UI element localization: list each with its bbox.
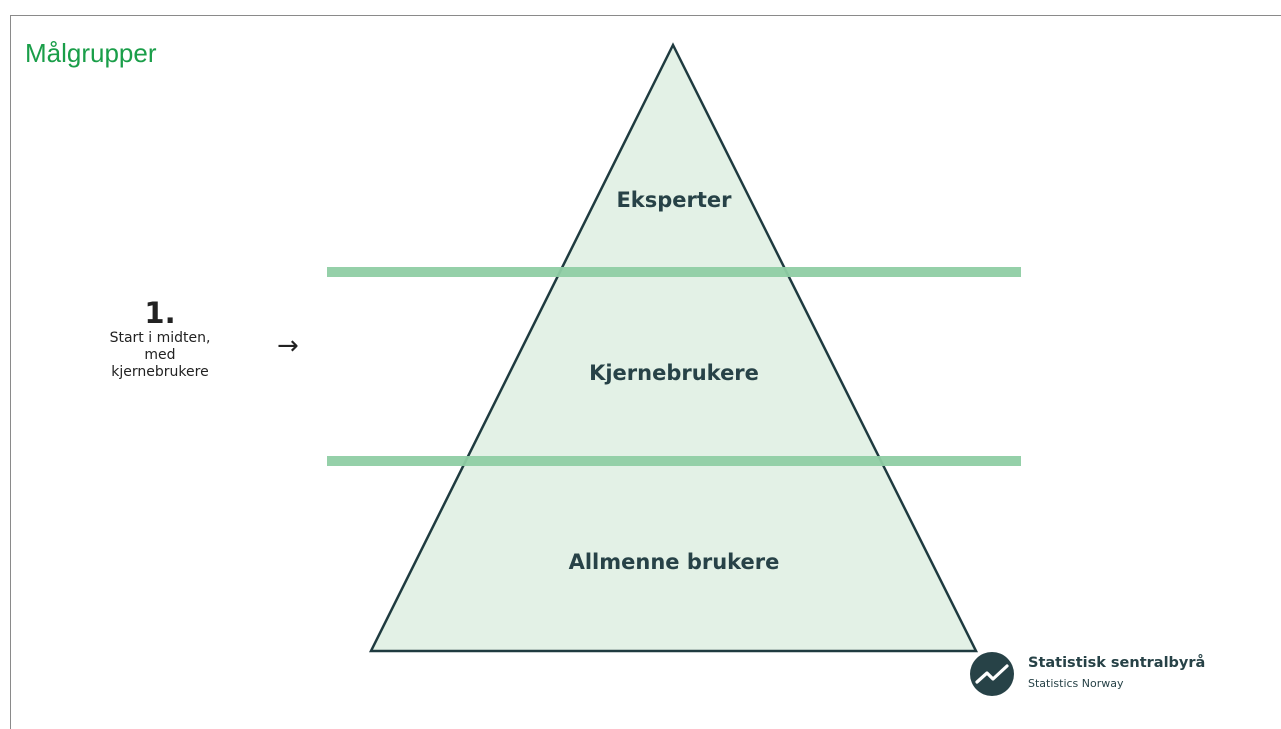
brand-name: Statistisk sentralbyrå (1028, 655, 1206, 671)
step-annotation: 1. Start i midten, med kjernebrukere (90, 296, 230, 381)
step-text-line-3: kjernebrukere (111, 364, 209, 380)
level-label-core-users: Kjernebrukere (589, 361, 759, 385)
slide-title: Målgrupper (25, 38, 157, 68)
pyramid-shape (368, 42, 979, 653)
divider-bottom (327, 456, 1021, 466)
ssb-logo-icon (970, 652, 1014, 696)
level-label-general-users: Allmenne brukere (569, 550, 780, 574)
step-text-line-1: Start i midten, (109, 330, 211, 346)
ssb-brand: Statistisk sentralbyrå Statistics Norway (970, 650, 1220, 698)
divider-top (327, 267, 1021, 277)
step-text-line-2: med (144, 347, 176, 363)
level-label-experts: Eksperter (616, 188, 732, 212)
step-number: 1. (144, 296, 176, 330)
arrow-right-icon: → (277, 331, 299, 361)
brand-subtitle: Statistics Norway (1028, 677, 1124, 690)
